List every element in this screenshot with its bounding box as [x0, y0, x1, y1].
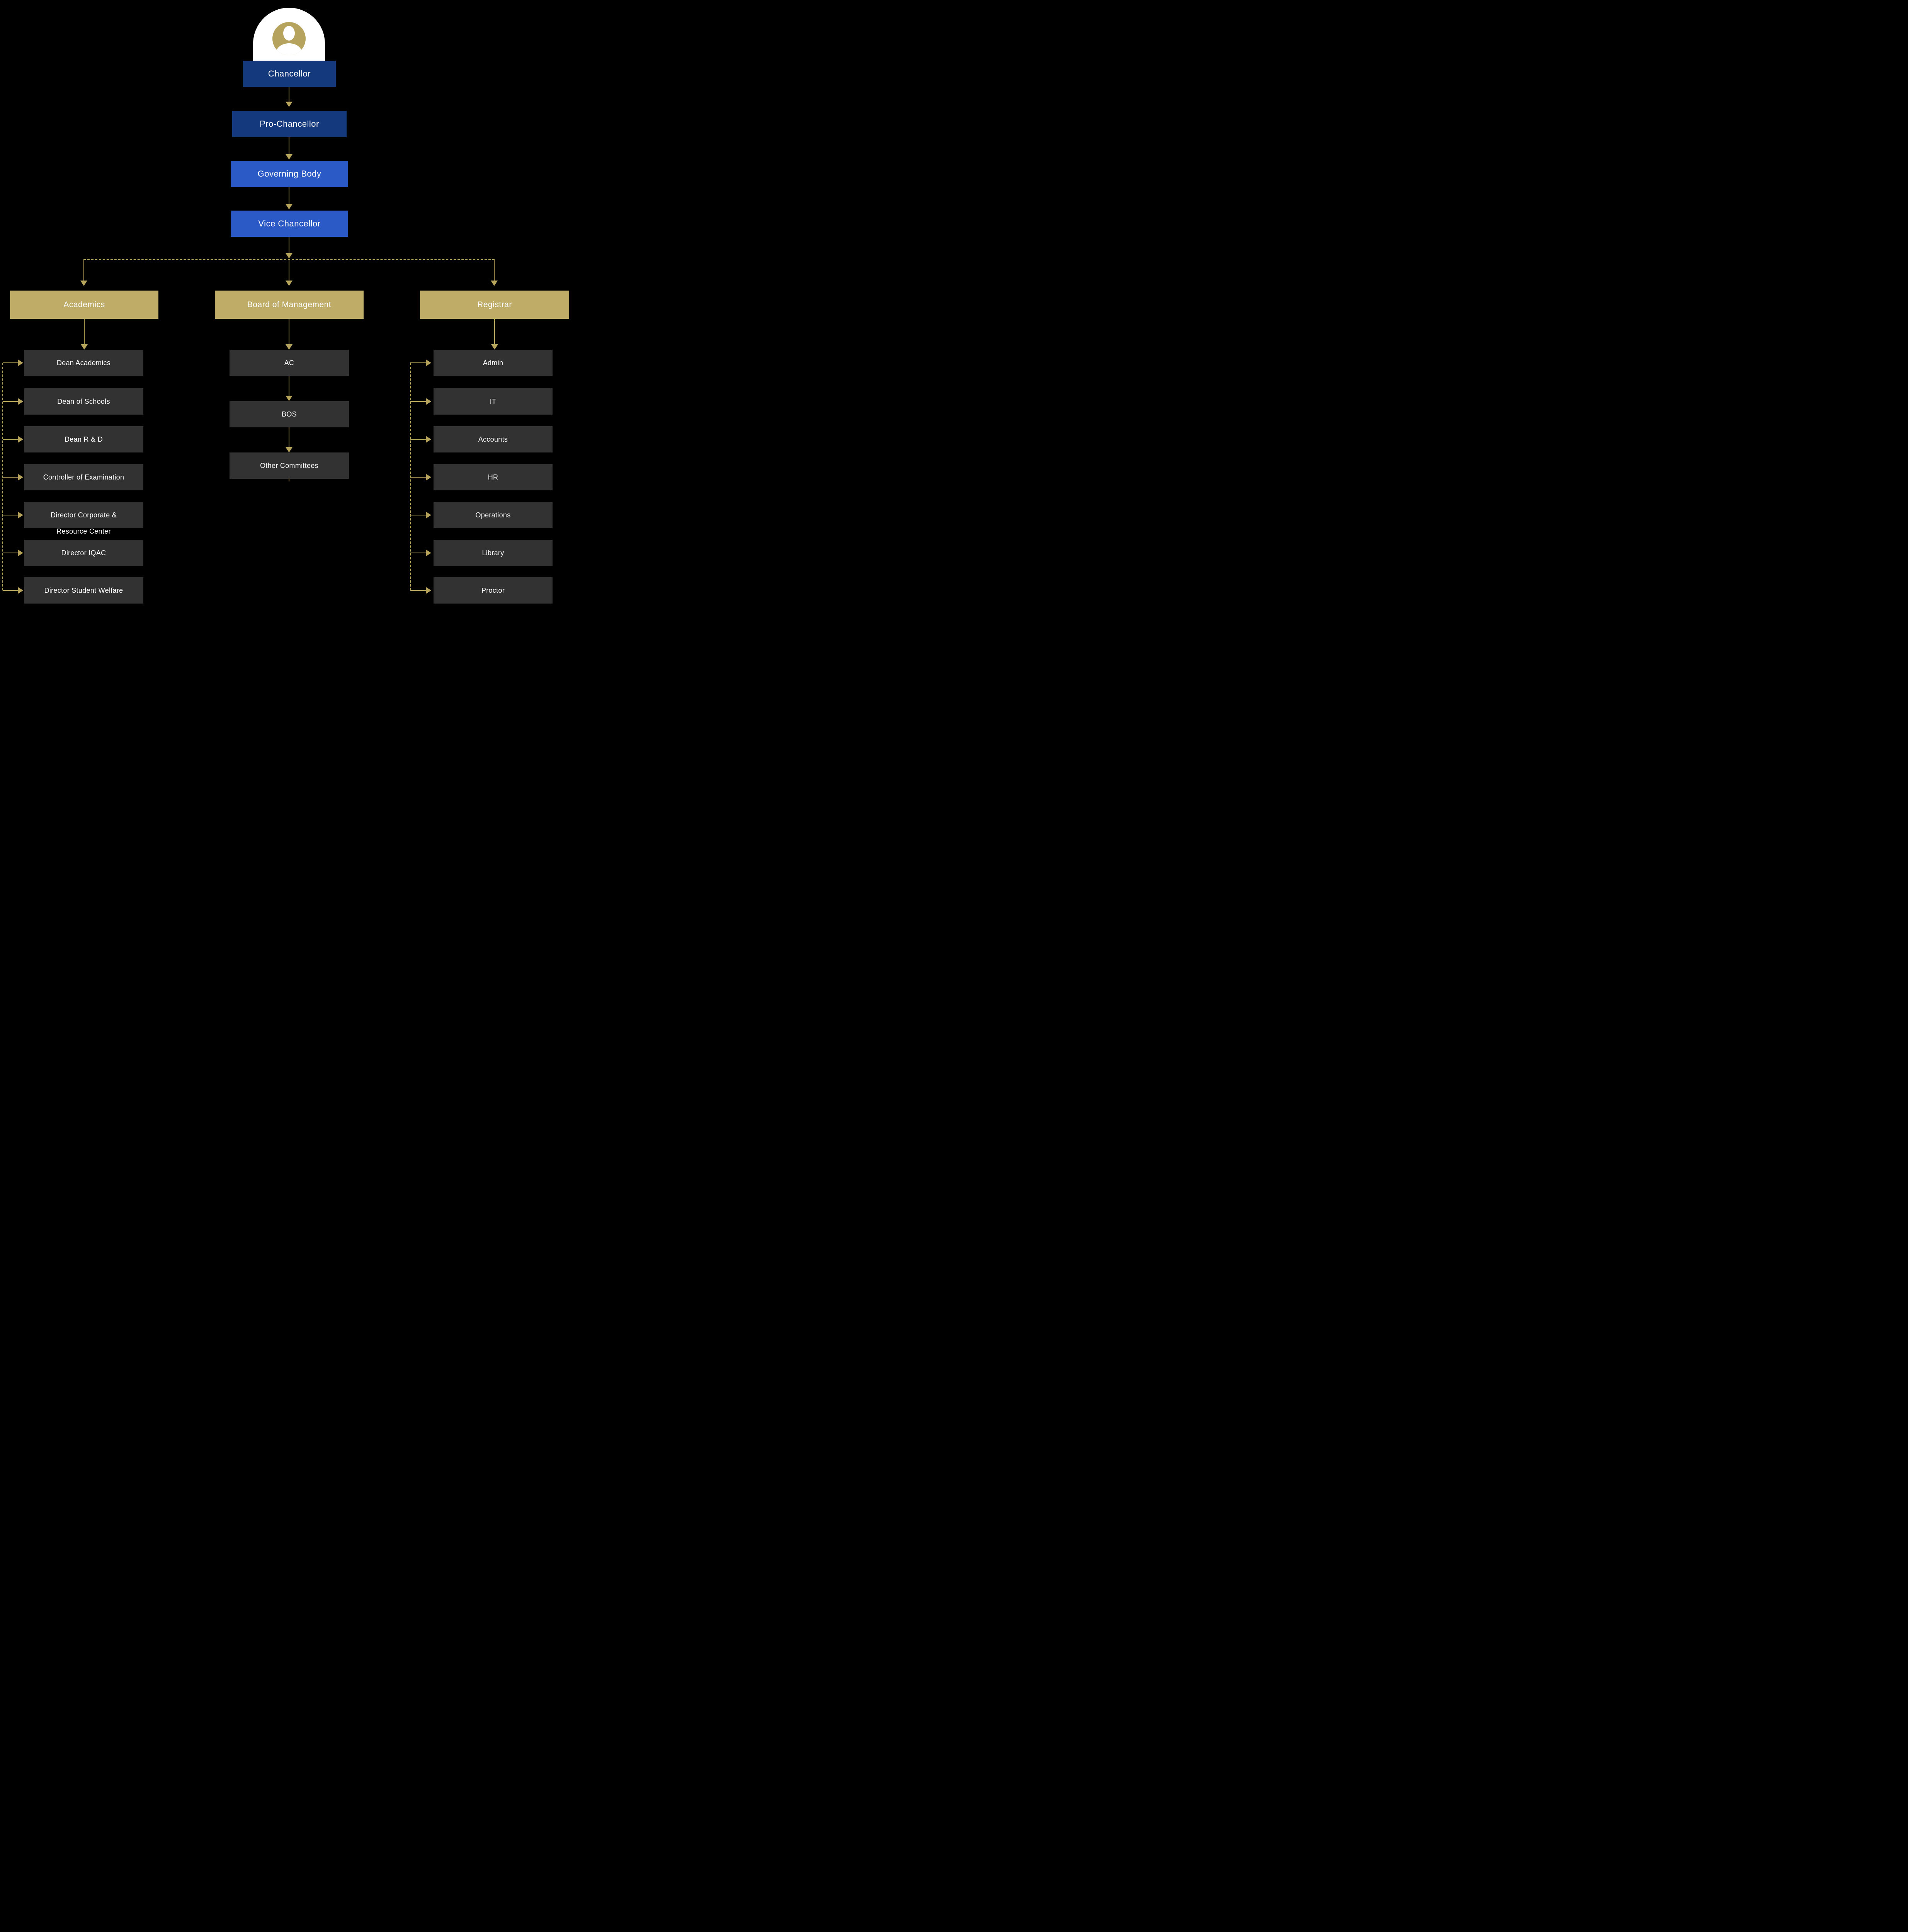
- ac-box: AC: [230, 350, 349, 376]
- registrar-header-arrow-line: [494, 319, 495, 344]
- other-committees-box: Other Committees: [230, 452, 349, 479]
- board-of-management-header-box: Board of Management: [215, 291, 364, 319]
- academics-bus-dashed-line: [2, 363, 3, 590]
- hr-box: HR: [434, 464, 553, 490]
- bus-arrow-admin-head: [426, 359, 431, 366]
- bus-arrow-admin-line: [410, 362, 426, 363]
- board-of-management-header-label: Board of Management: [247, 300, 332, 309]
- vice-chancellor-label: Vice Chancellor: [258, 219, 321, 228]
- dean-academics-label: Dean Academics: [56, 359, 111, 367]
- bos-box: BOS: [230, 401, 349, 427]
- academics-header-arrowhead: [81, 344, 88, 350]
- dean-r-and-d-label: Dean R & D: [64, 435, 103, 443]
- vice-chancellor-box: Vice Chancellor: [231, 211, 348, 237]
- bus-arrow-controller-of-examination-head: [18, 474, 23, 481]
- bus-arrow-dean-r-and-d-head: [18, 436, 23, 443]
- bus-arrow-library-head: [426, 549, 431, 556]
- proctor-box: Proctor: [434, 577, 553, 604]
- admin-label: Admin: [483, 359, 503, 367]
- bus-arrow-hr-head: [426, 474, 431, 481]
- dean-of-schools-box: Dean of Schools: [24, 388, 143, 415]
- connector-ac-to-bos-arrowhead: [286, 396, 292, 401]
- bus-arrow-director-student-welfare-head: [18, 587, 23, 594]
- director-corporate-resource-center-box: Director Corporate & Resource Center: [24, 502, 143, 535]
- pro-chancellor-box: Pro-Chancellor: [232, 111, 347, 137]
- library-box: Library: [434, 540, 553, 566]
- director-student-welfare-box: Director Student Welfare: [24, 577, 143, 604]
- accounts-box: Accounts: [434, 426, 553, 452]
- library-label: Library: [482, 549, 504, 557]
- director-student-welfare-label: Director Student Welfare: [44, 586, 123, 594]
- bus-arrow-director-iqac-head: [18, 549, 23, 556]
- director-corporate-label-line1: Director Corporate &: [50, 511, 117, 519]
- it-box: IT: [434, 388, 553, 415]
- person-avatar-icon: [272, 22, 306, 55]
- controller-of-examination-box: Controller of Examination: [24, 464, 143, 490]
- chancellor-label: Chancellor: [268, 69, 311, 78]
- bus-arrow-accounts-head: [426, 436, 431, 443]
- bus-arrow-director-corporate-head: [18, 512, 23, 519]
- academics-header-box: Academics: [10, 291, 158, 319]
- board-of-management-header-arrowhead: [286, 344, 292, 350]
- bus-arrow-dean-academics-line: [3, 362, 18, 363]
- dean-academics-box: Dean Academics: [24, 350, 143, 376]
- pro-chancellor-label: Pro-Chancellor: [260, 119, 319, 129]
- drop-registrar-arrowhead: [491, 281, 498, 286]
- bus-arrow-controller-of-examination-line: [3, 477, 18, 478]
- connector-vice-chancellor-to-split-arrowhead: [286, 253, 292, 259]
- bus-arrow-proctor-head: [426, 587, 431, 594]
- connector-pro-chancellor-to-governing-body-arrowhead: [286, 154, 292, 160]
- connector-chancellor-to-pro-chancellor-arrowhead: [286, 102, 292, 107]
- drop-board-of-management-arrowhead: [286, 281, 292, 286]
- bus-arrow-dean-of-schools-line: [3, 401, 18, 402]
- drop-academics-arrowhead: [80, 281, 87, 286]
- drop-registrar-line: [494, 260, 495, 281]
- academics-header-arrow-line: [84, 319, 85, 344]
- admin-box: Admin: [434, 350, 553, 376]
- it-label: IT: [490, 397, 497, 405]
- bus-arrow-director-student-welfare-line: [3, 590, 18, 591]
- connector-bos-to-other-committees-arrowhead: [286, 447, 292, 452]
- registrar-header-label: Registrar: [477, 300, 512, 309]
- bus-arrow-dean-r-and-d-line: [3, 439, 18, 440]
- dean-of-schools-label: Dean of Schools: [57, 397, 110, 405]
- bus-arrow-dean-of-schools-head: [18, 398, 23, 405]
- org-chart: Chancellor Pro-Chancellor Governing Body…: [0, 0, 569, 606]
- bus-arrow-hr-line: [410, 477, 426, 478]
- controller-of-examination-label: Controller of Examination: [43, 473, 124, 481]
- governing-body-box: Governing Body: [231, 161, 348, 187]
- director-iqac-label: Director IQAC: [61, 549, 106, 557]
- bus-arrow-it-head: [426, 398, 431, 405]
- registrar-header-arrowhead: [491, 344, 498, 350]
- bus-arrow-it-line: [410, 401, 426, 402]
- academics-header-label: Academics: [63, 300, 105, 309]
- connector-governing-body-to-vice-chancellor-arrowhead: [286, 204, 292, 209]
- director-iqac-box: Director IQAC: [24, 540, 143, 566]
- bus-arrow-accounts-line: [410, 439, 426, 440]
- ac-label: AC: [284, 359, 294, 367]
- other-committees-label: Other Committees: [260, 461, 318, 469]
- accounts-label: Accounts: [478, 435, 508, 443]
- hr-label: HR: [488, 473, 498, 481]
- bus-arrow-dean-academics-head: [18, 359, 23, 366]
- director-corporate-label-line2: Resource Center: [56, 527, 111, 535]
- bus-arrow-proctor-line: [410, 590, 426, 591]
- operations-box: Operations: [434, 502, 553, 528]
- chancellor-box: Chancellor: [243, 61, 336, 87]
- bos-label: BOS: [282, 410, 297, 418]
- operations-label: Operations: [475, 511, 511, 519]
- bus-arrow-operations-head: [426, 512, 431, 519]
- dean-r-and-d-box: Dean R & D: [24, 426, 143, 452]
- registrar-header-box: Registrar: [420, 291, 569, 319]
- governing-body-label: Governing Body: [257, 169, 321, 179]
- registrar-bus-dashed-line: [410, 363, 411, 590]
- proctor-label: Proctor: [481, 586, 505, 594]
- drop-academics-line: [83, 260, 84, 281]
